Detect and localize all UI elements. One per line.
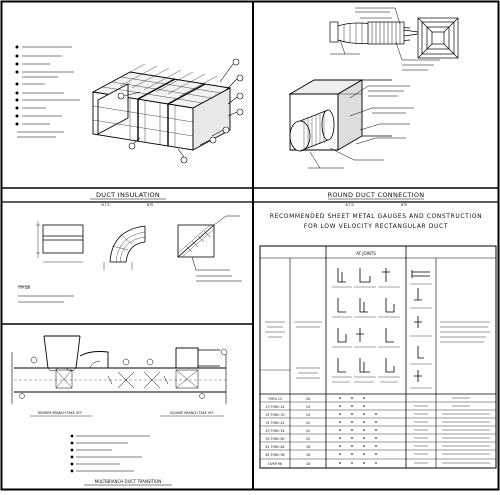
duct-insulation-scale-right: NTS [147, 203, 153, 207]
gauge-rows: THRU 12 13 THRU 24 25 THRU 30 31 THRU 42… [265, 397, 310, 466]
gauge-title-line1: RECOMMENDED SHEET METAL GAUGES AND CONST… [270, 213, 482, 220]
gauge-table-grid [259, 245, 497, 469]
callout-bubbles [117, 58, 244, 164]
gauge-2: 24 [306, 405, 310, 409]
square-branch-label: SQUARE BRANCH TAKE OFF [170, 411, 214, 415]
insulated-duct-iso [91, 63, 232, 151]
round-duct-scale-left: N.T.S. [345, 203, 354, 207]
gauge-6: 20 [306, 437, 310, 441]
size-range-5: 43 THRU 54 [265, 429, 284, 433]
main-duct-run [11, 352, 227, 404]
gauge-8: 18 [306, 453, 310, 457]
reinforcement-marks [414, 397, 490, 464]
duct-insulation-scale-left: N.T.S. [101, 203, 110, 207]
size-range-2: 13 THRU 24 [265, 405, 284, 409]
joint-labels [332, 283, 432, 389]
gauge-1: 26 [306, 397, 310, 401]
size-range-9: OVER 96 [268, 462, 282, 466]
size-range-4: 31 THRU 42 [265, 421, 284, 425]
duct-type-panel: TYP AIR [17, 215, 242, 303]
size-range-7: 61 THRU 84 [265, 445, 284, 449]
size-range-3: 25 THRU 30 [265, 413, 284, 417]
gauge-3: 24 [306, 413, 310, 417]
square-diffuser [417, 17, 459, 59]
round-collar [289, 109, 335, 152]
connection-notes [308, 85, 414, 169]
joint-details [337, 268, 430, 382]
round-duct-panel: ROUND DUCT CONNECTION N.T.S. NTS [288, 7, 459, 207]
gauge-4: 22 [306, 421, 310, 425]
gauge-table-panel: RECOMMENDED SHEET METAL GAUGES AND CONST… [259, 213, 497, 469]
duct-insulation-panel: DUCT INSULATION N.T.S. NTS [15, 45, 244, 207]
size-range-8: 85 THRU 96 [265, 453, 284, 457]
gauge-7: 18 [306, 445, 310, 449]
top-notes [330, 7, 440, 71]
gauge-title-line2: FOR LOW VELOCITY RECTANGULAR DUCT [304, 223, 448, 230]
multibranch-legend [70, 434, 150, 473]
multibranch-title: MULTIBRANCH DUCT TRANSITION [95, 479, 162, 484]
joint-marks [339, 397, 377, 464]
flex-duct [329, 21, 419, 45]
duct-insulation-title: DUCT INSULATION [96, 191, 160, 199]
duct-type-note-label: TYP AIR [17, 286, 31, 290]
column-header-notes [260, 321, 490, 379]
insulation-notes [15, 45, 80, 138]
rect-section [36, 221, 84, 263]
size-range-1: THRU 12 [267, 397, 282, 401]
square-branch [175, 347, 220, 389]
flared-branch [43, 335, 109, 389]
gauge-9: 18 [306, 462, 310, 466]
size-range-6: 55 THRU 60 [265, 437, 284, 441]
gauge-5: 22 [306, 429, 310, 433]
elbow-fitting [103, 225, 146, 270]
multibranch-panel: RENDER BRANCH TAKE OFF SQUARE BRANCH TAK… [11, 335, 228, 486]
render-branch-label: RENDER BRANCH TAKE OFF [38, 411, 82, 415]
at-joints-header: AT JOINTS [356, 251, 376, 256]
damper-section [177, 215, 242, 282]
duct-symbols [19, 348, 228, 399]
round-duct-scale-right: NTS [401, 203, 407, 207]
round-duct-title: ROUND DUCT CONNECTION [328, 191, 425, 199]
